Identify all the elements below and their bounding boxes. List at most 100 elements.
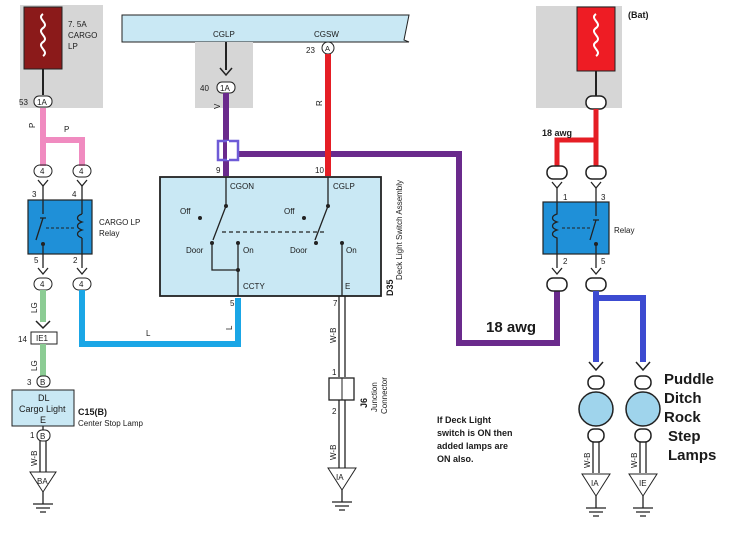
left-relay-body: [27, 199, 93, 255]
left-relay-bottom-arrows: [37, 267, 88, 276]
fuse-right-body: [576, 6, 616, 72]
switch-e-label: E: [345, 282, 350, 291]
cargo-light-pin-top: 3: [27, 378, 32, 387]
cargo-light-e: E: [40, 415, 46, 425]
right-relay-contact: [594, 242, 598, 246]
wire-label-l-bottom: L: [146, 329, 151, 338]
red-wire-18awg: [554, 109, 599, 166]
left-relay-conn-tl: [33, 164, 53, 178]
lamp-left: [578, 375, 614, 443]
ground-ia-mid-symbol: [332, 490, 352, 511]
wire-wb-mid-top: [338, 296, 346, 377]
switch-body: [159, 176, 382, 297]
left-relay-conn-label-bl: 4: [40, 280, 45, 289]
switch-cgon-label: CGON: [230, 182, 254, 191]
ie1-label: IE1: [36, 334, 49, 343]
top-box: [121, 14, 410, 43]
switch-contacts-icon: [211, 177, 343, 296]
awg-label-purple: 18 awg: [486, 319, 536, 336]
note-line-2: switch is ON then: [437, 428, 513, 438]
switch-ccty-label: CCTY: [243, 282, 265, 291]
right-relay-switch-icon: [589, 202, 599, 254]
switch-on-right: On: [346, 246, 357, 255]
right-relay-conn-tl: [546, 165, 568, 180]
left-relay-top-arrows: [37, 179, 88, 188]
left-relay-pin-3: 3: [32, 190, 37, 199]
fuse-right-label: (Bat): [628, 10, 649, 20]
conn-1a-left-label: 1A: [37, 98, 47, 107]
left-relay-conn-tr: [72, 164, 92, 178]
junction-name2: Connector: [380, 377, 389, 414]
top-box-name-left: CGLP: [213, 30, 235, 39]
cargo-light-name1: DL: [38, 393, 50, 403]
lamps-text-4: Step: [668, 428, 701, 445]
switch-contact-dots: [198, 204, 344, 272]
note-line-3: added lamps are: [437, 441, 508, 451]
lamp-arrows: [588, 361, 651, 372]
right-relay-top-arrows: [551, 181, 602, 190]
cargo-light-code: C15(B): [78, 407, 107, 417]
switch-off-left: Off: [180, 207, 191, 216]
right-relay-pin-1: 1: [563, 193, 568, 202]
wire-wb-right2: [639, 442, 647, 473]
cargo-light-desc: Center Stop Lamp: [78, 419, 143, 428]
wire-label-wb-left: W-B: [30, 451, 39, 466]
left-relay-pin-2: 2: [73, 256, 78, 265]
ground-ie-right-symbol: [633, 496, 653, 517]
fuse-left-name1: CARGO: [68, 31, 97, 40]
cargo-light-pin-bottom: 1: [30, 431, 35, 440]
conn-1a-left: [33, 95, 53, 108]
ground-ie-right-triangle: [628, 473, 658, 497]
junction-code: J6: [359, 398, 369, 408]
right-relay-name: Relay: [614, 226, 634, 235]
right-relay-conn-tr: [585, 165, 607, 180]
switch-door-left: Door: [186, 246, 204, 255]
switch-door-right: Door: [290, 246, 308, 255]
blue-l-wire: [79, 290, 241, 347]
ground-ia-mid-label: IA: [336, 473, 344, 482]
wire-label-lg1: LG: [30, 302, 39, 313]
switch-pin-5: 5: [230, 299, 235, 308]
left-relay-conn-label-br: 4: [79, 280, 84, 289]
ground-ia-right-triangle: [581, 473, 611, 497]
switch-code: D35: [385, 279, 395, 296]
left-relay-coil-icon: [76, 200, 85, 254]
note-line-4: ON also.: [437, 454, 474, 464]
cargo-light-b-bottom: B: [40, 432, 45, 441]
ie1-arrow: [35, 320, 51, 330]
cargo-light-conn-bottom: [36, 429, 51, 442]
note-line-1: If Deck Light: [437, 415, 491, 425]
wire-label-wb-right1: W-B: [583, 453, 592, 468]
left-relay-pin-4: 4: [72, 190, 77, 199]
wire-label-wb-mid-top: W-B: [329, 328, 338, 343]
wire-label-p-top: P: [64, 125, 69, 134]
ground-ba-label: BA: [37, 477, 48, 486]
junction-name1: Junction: [370, 382, 379, 412]
left-relay-name2: Relay: [99, 229, 119, 238]
right-relay-pin-2: 2: [563, 257, 568, 266]
ground-ba-symbol: [33, 492, 53, 513]
conn-40-pin: 40: [200, 84, 209, 93]
ground-ia-mid-triangle: [327, 467, 357, 491]
left-relay-conn-label-tl: 4: [40, 167, 45, 176]
switch-off-right: Off: [284, 207, 295, 216]
wire-wb-mid-bottom: [338, 400, 346, 468]
junction-pin-2: 2: [332, 407, 337, 416]
lamps-text-2: Ditch: [664, 390, 702, 407]
wire-label-r: R: [315, 100, 324, 106]
fuse-left-pin: 53: [19, 98, 28, 107]
wire-label-l-vert: L: [225, 325, 234, 330]
cargo-light-body: [11, 389, 75, 427]
fuse-right-element-icon: [593, 13, 599, 57]
lamps-text-5: Lamps: [668, 447, 716, 464]
right-relay-pin-3: 3: [601, 193, 606, 202]
top-box-pin-right: 23: [306, 46, 315, 55]
fuse-left-rating: 7. 5A: [68, 20, 87, 29]
cargo-light-conn-top: [36, 375, 51, 388]
fuse-left-element-icon: [40, 13, 46, 57]
right-relay-coil-icon: [551, 202, 560, 254]
cglp-arrow: [219, 67, 233, 77]
switch-pin-7: 7: [333, 299, 338, 308]
